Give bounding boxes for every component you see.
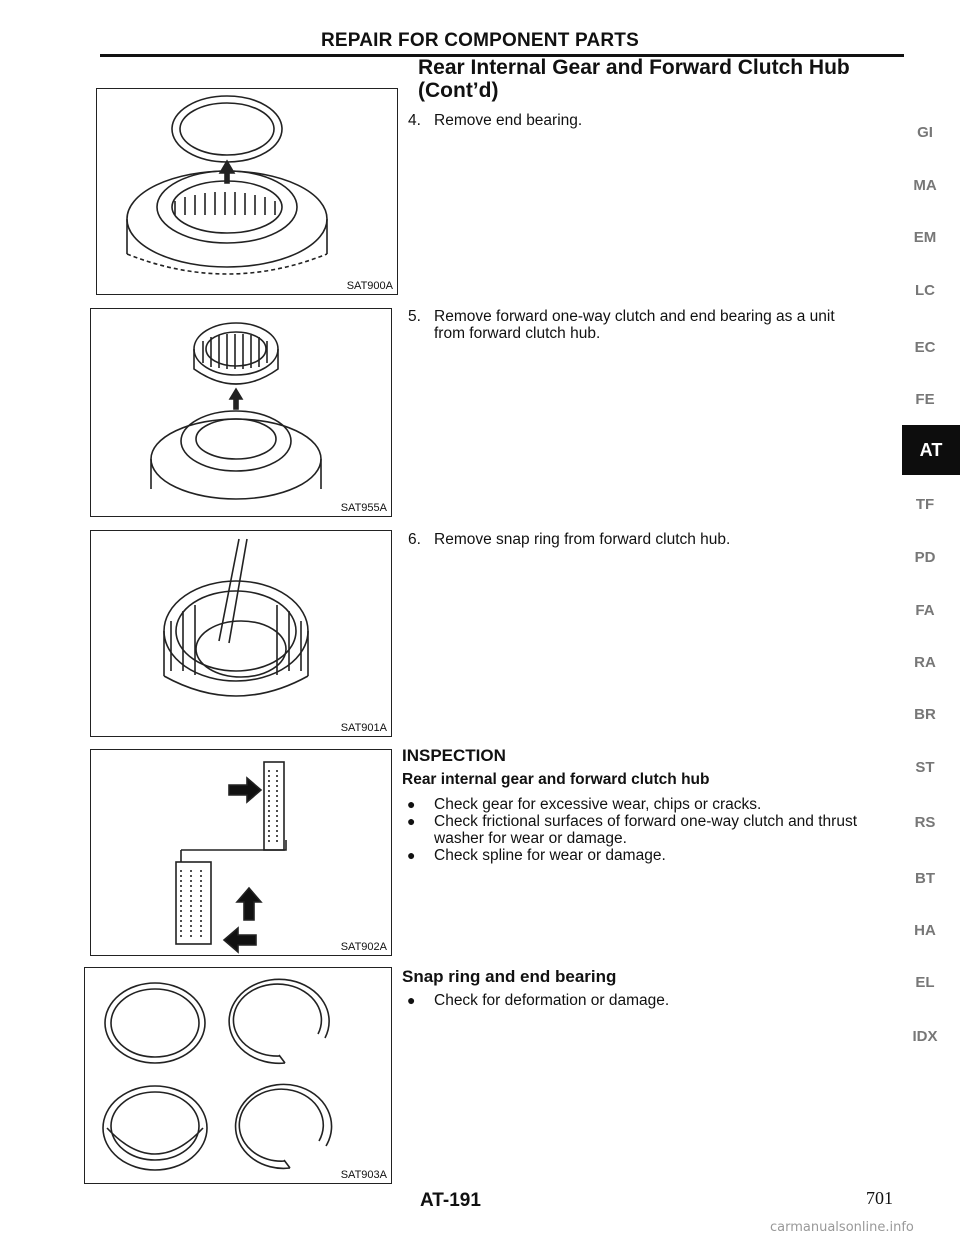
- side-tab-st[interactable]: ST: [915, 759, 935, 776]
- side-tab-br[interactable]: BR: [914, 706, 936, 723]
- inspection-subheading-gear: Rear internal gear and forward clutch hu…: [402, 771, 710, 788]
- figure-code: SAT902A: [340, 941, 387, 953]
- side-tab-lc[interactable]: LC: [915, 282, 935, 299]
- list-item-continuation: washer for wear or damage.: [434, 830, 627, 847]
- side-tab-ra[interactable]: RA: [914, 654, 936, 671]
- side-tab-ec[interactable]: EC: [914, 339, 936, 356]
- side-tab-ma[interactable]: MA: [913, 177, 937, 194]
- inspection-list-gear: ●Check gear for excessive wear, chips or…: [402, 796, 902, 864]
- cross-section-illustration: [175, 761, 287, 954]
- step-5: 5. Remove forward one-way clutch and end …: [408, 308, 835, 342]
- figure-remove-one-way-clutch: SAT955A: [90, 308, 392, 517]
- page-number: 701: [866, 1188, 893, 1208]
- step-text-line2: from forward clutch hub.: [434, 325, 601, 342]
- figure-remove-end-bearing: SAT900A: [96, 88, 398, 295]
- side-tab-bt[interactable]: BT: [915, 870, 935, 887]
- side-tab-tf[interactable]: TF: [915, 496, 935, 513]
- step-text: Remove end bearing.: [434, 112, 583, 129]
- inspection-heading: INSPECTION: [402, 746, 506, 765]
- step-number: 6.: [408, 531, 421, 548]
- side-tab-at-active[interactable]: AT: [902, 425, 960, 475]
- section-title-line1: Rear Internal Gear and Forward Clutch Hu…: [418, 56, 850, 79]
- list-item: ●Check for deformation or damage.: [407, 992, 670, 1009]
- snap-ring-removal-illustration: [163, 538, 309, 697]
- side-tab-em[interactable]: EM: [913, 229, 937, 246]
- page-header-title: REPAIR FOR COMPONENT PARTS: [320, 30, 639, 51]
- list-item: ●Check gear for excessive wear, chips or…: [407, 796, 762, 813]
- list-item: ●Check frictional surfaces of forward on…: [407, 813, 857, 830]
- side-tab-fe[interactable]: FE: [915, 391, 935, 408]
- side-tab-ha[interactable]: HA: [914, 922, 936, 939]
- list-item: ●Check spline for wear or damage.: [407, 847, 666, 864]
- side-tab-gi[interactable]: GI: [917, 124, 933, 141]
- step-text-line1: Remove forward one-way clutch and end be…: [434, 308, 835, 325]
- side-tab-rs[interactable]: RS: [914, 814, 936, 831]
- one-way-clutch-illustration: [150, 322, 322, 500]
- step-6: 6. Remove snap ring from forward clutch h…: [408, 531, 730, 548]
- side-tab-idx[interactable]: IDX: [912, 1028, 938, 1045]
- side-tab-el[interactable]: EL: [915, 974, 935, 991]
- step-number: 4.: [408, 112, 421, 129]
- page-code: AT-191: [420, 1190, 481, 1211]
- side-tab-fa[interactable]: FA: [915, 602, 935, 619]
- snap-rings-illustration: [102, 978, 333, 1171]
- figure-code: SAT901A: [340, 722, 387, 734]
- inspection-subheading-snap-ring: Snap ring and end bearing: [402, 967, 617, 986]
- figure-remove-snap-ring: SAT901A: [90, 530, 392, 737]
- step-number: 5.: [408, 308, 421, 325]
- step-text: Remove snap ring from forward clutch hub…: [434, 531, 731, 548]
- section-title: Rear Internal Gear and Forward Clutch Hu…: [418, 56, 850, 102]
- figure-snap-rings-and-bearings: SAT903A: [84, 967, 392, 1184]
- watermark-text: carmanualsonline.info: [770, 1220, 914, 1235]
- inspection-list-snap-ring: ●Check for deformation or damage.: [402, 992, 902, 1009]
- side-tab-pd[interactable]: PD: [914, 549, 936, 566]
- header-rule: [100, 54, 904, 57]
- section-title-line2: (Cont’d): [418, 79, 499, 102]
- figure-inspection-cross-section: SAT902A: [90, 749, 392, 956]
- step-4: 4. Remove end bearing.: [408, 112, 582, 129]
- figure-code: SAT903A: [340, 1169, 387, 1181]
- end-bearing-illustration: [126, 95, 328, 275]
- figure-code: SAT900A: [346, 280, 393, 292]
- figure-code: SAT955A: [340, 502, 387, 514]
